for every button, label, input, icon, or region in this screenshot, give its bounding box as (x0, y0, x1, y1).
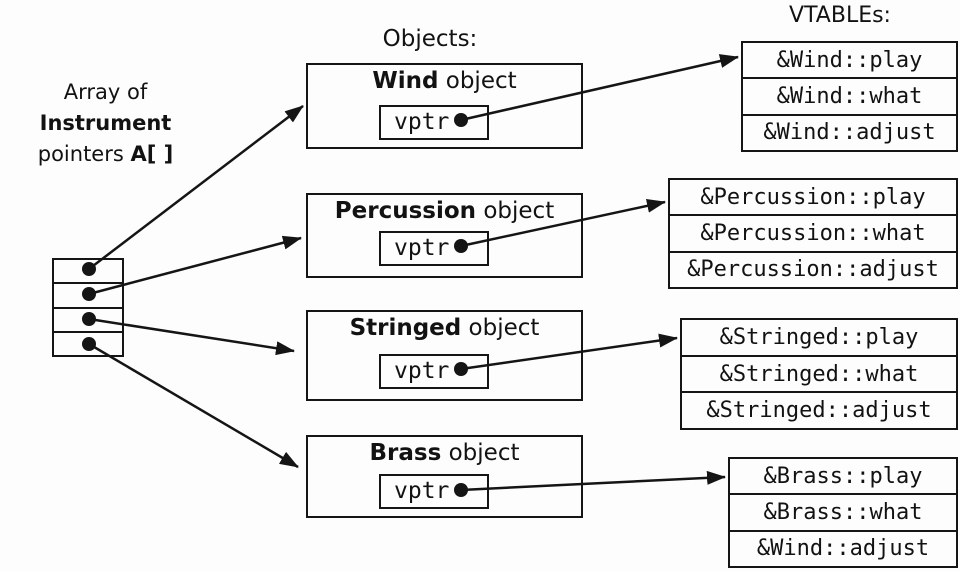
pointer-array-box (52, 258, 124, 357)
wind-object-box: Wind object vptr (306, 63, 583, 149)
percussion-object-title: Percussion object (334, 198, 555, 224)
array-cell-2 (54, 306, 122, 331)
array-cell-0 (54, 260, 122, 282)
brass-object-box: Brass object vptr (306, 435, 583, 518)
percussion-vptr-box: vptr (379, 231, 489, 266)
wind-vptr-box: vptr (379, 105, 489, 140)
objects-heading: Objects: (382, 26, 478, 52)
wind-vtable: &Wind::play &Wind::what &Wind::adjust (741, 41, 958, 152)
vtable-entry: &Stringed::play (719, 324, 919, 350)
array-cell-3 (54, 330, 122, 355)
vtable-entry: &Stringed::adjust (682, 391, 956, 428)
stringed-vtable: &Stringed::play &Stringed::what &Stringe… (680, 318, 958, 430)
stringed-vptr-box: vptr (379, 354, 489, 389)
brass-vptr-box: vptr (379, 474, 489, 509)
vtable-entry: &Wind::what (743, 77, 956, 113)
vtable-entry: &Percussion::what (670, 214, 956, 250)
vtable-entry: &Percussion::adjust (670, 250, 956, 287)
array-label-line1: Array of (63, 80, 148, 104)
vtable-entry: &Brass::play (763, 463, 923, 489)
wind-object-title: Wind object (372, 68, 517, 94)
brass-vtable: &Brass::play &Brass::what &Wind::adjust (728, 457, 958, 568)
arrow-array-to-brass (88, 342, 299, 469)
array-pointers-label: Array of Instrument pointers A[ ] (8, 77, 203, 170)
vtable-entry: &Stringed::what (682, 354, 956, 392)
array-label-line2: Instrument (39, 111, 172, 135)
vtable-entry: &Percussion::play (700, 184, 926, 210)
brass-object-title: Brass object (369, 440, 520, 466)
vtable-entry: &Brass::what (730, 493, 956, 529)
stringed-object-box: Stringed object vptr (306, 310, 583, 401)
stringed-object-title: Stringed object (349, 315, 540, 341)
percussion-object-box: Percussion object vptr (306, 193, 583, 278)
array-cell-1 (54, 282, 122, 306)
vtable-entry: &Wind::adjust (743, 113, 956, 150)
percussion-vtable: &Percussion::play &Percussion::what &Per… (668, 178, 958, 289)
array-label-line3: pointers A[ ] (37, 142, 174, 166)
vtables-heading: VTABLEs: (789, 3, 891, 28)
vtable-entry: &Wind::adjust (730, 529, 956, 566)
vtable-entry: &Wind::play (776, 47, 923, 73)
